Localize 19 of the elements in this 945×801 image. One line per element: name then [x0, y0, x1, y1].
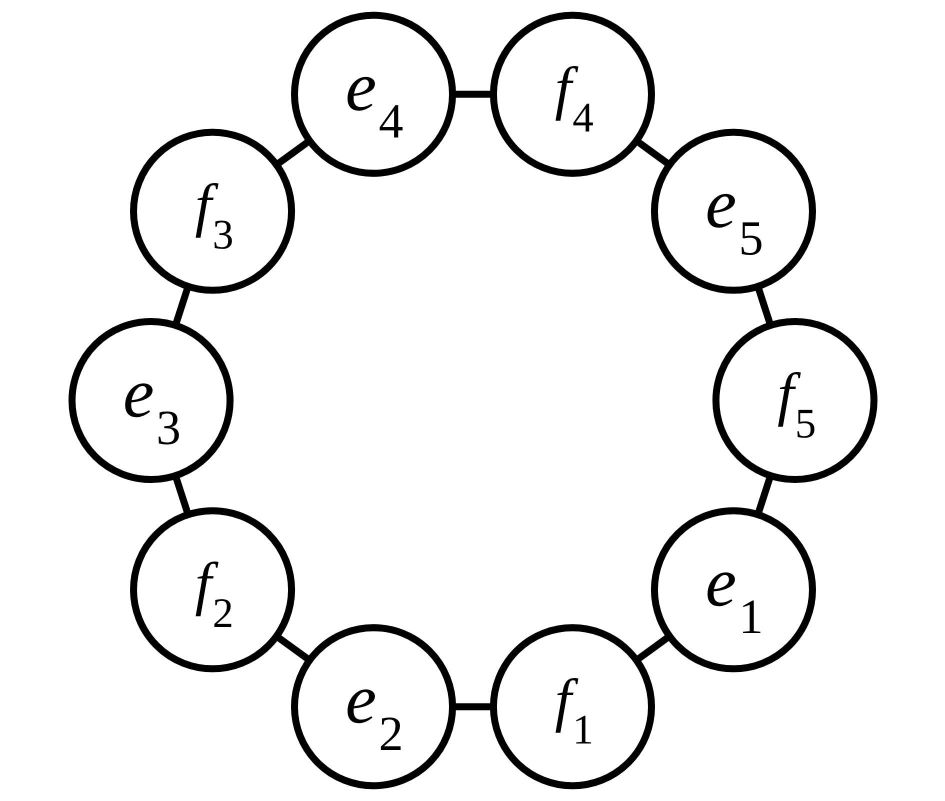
node-circle: f$_{2}$ [130, 507, 295, 672]
connector [274, 634, 311, 663]
connector [452, 703, 493, 710]
node-circle: f$_{1}$ [489, 624, 655, 790]
node-circle: e$_{5}$ [650, 128, 816, 294]
node-circle: e$_{1}$ [650, 507, 816, 672]
node-circle: e$_{3}$ [68, 318, 234, 484]
node-circle: e$_{2}$ [290, 624, 456, 790]
connector [754, 286, 774, 326]
connector [172, 475, 191, 516]
node-circle: f$_{5}$ [712, 318, 877, 484]
node-circle: f$_{4}$ [489, 12, 655, 177]
node-circle: f$_{3}$ [130, 128, 295, 294]
connector [634, 633, 671, 663]
connector [754, 474, 774, 516]
connector [172, 286, 191, 326]
connector [634, 138, 671, 168]
connector [274, 138, 311, 168]
node-circle: e$_{4}$ [290, 12, 456, 177]
